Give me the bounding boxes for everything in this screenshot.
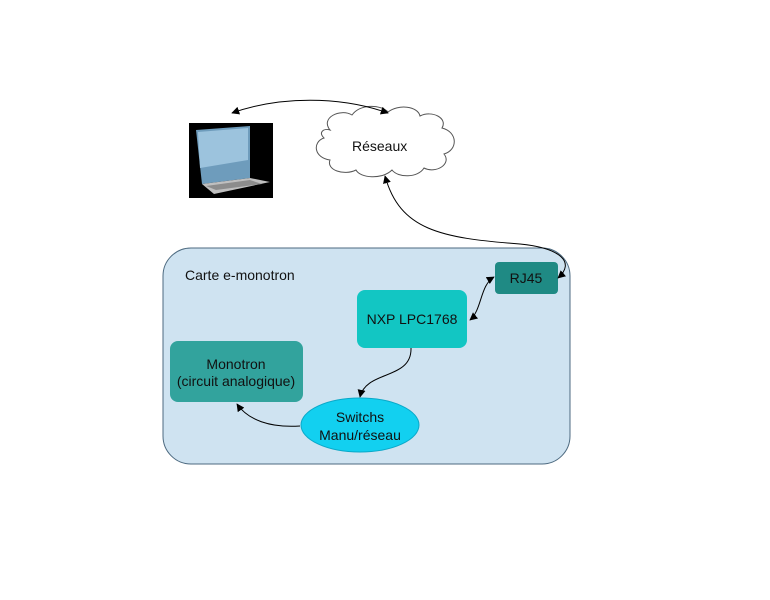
switchs-label-line1: Switchs xyxy=(336,409,384,425)
connector-mcu-rj45 xyxy=(469,276,495,321)
mcu-label: NXP LPC1768 xyxy=(367,311,458,327)
monotron-box xyxy=(170,341,303,402)
monotron-label-line2: (circuit analogique) xyxy=(177,373,295,389)
rj45-label: RJ45 xyxy=(510,270,543,286)
connector-switchs-monotron xyxy=(236,403,301,427)
connector-rj45-network xyxy=(383,175,567,279)
laptop-icon xyxy=(189,123,273,198)
connector-mcu-switchs xyxy=(357,347,412,398)
switchs-label-line2: Manu/réseau xyxy=(319,427,401,443)
switchs-ellipse xyxy=(300,397,420,453)
board-label: Carte e-monotron xyxy=(185,267,295,283)
network-label: Réseaux xyxy=(352,138,407,154)
board-container xyxy=(162,247,571,465)
connector-laptop-network xyxy=(231,99,389,115)
mcu-box xyxy=(357,290,467,348)
monotron-label-line1: Monotron xyxy=(206,356,265,372)
